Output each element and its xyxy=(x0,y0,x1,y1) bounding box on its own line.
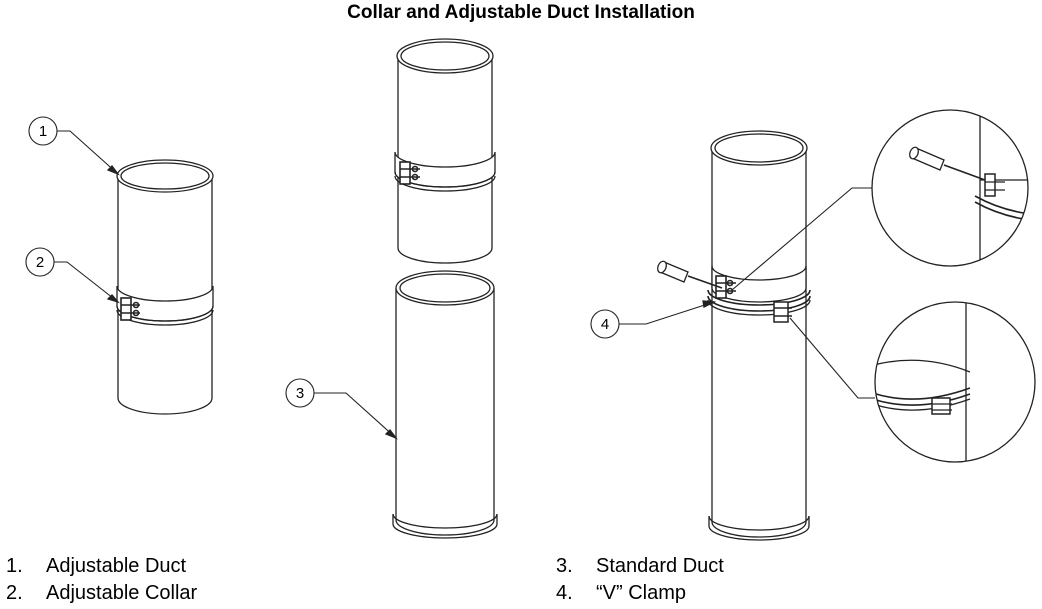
callout-3: 3 xyxy=(285,378,398,440)
detail-leader-bottom xyxy=(789,317,875,399)
adjustable-duct-assembly xyxy=(116,159,214,415)
middle-adjustable-duct xyxy=(394,38,496,264)
middle-collar-clamp xyxy=(399,161,420,185)
svg-text:4: 4 xyxy=(601,316,609,333)
svg-text:1: 1 xyxy=(39,123,47,140)
screwdriver-icon xyxy=(657,260,723,289)
detail-view-bottom xyxy=(874,301,1036,463)
v-clamp-hardware xyxy=(773,301,792,323)
standard-duct xyxy=(392,270,498,539)
callout-1: 1 xyxy=(28,116,120,176)
assembled-duct xyxy=(657,130,811,541)
svg-text:2: 2 xyxy=(36,254,44,271)
diagram-title: Collar and Adjustable Duct Installation xyxy=(347,2,695,23)
detail-leader-top xyxy=(731,187,872,291)
legend-left: 1. Adjustable Duct 2. Adjustable Collar xyxy=(6,553,197,607)
legend-item: 3. Standard Duct xyxy=(556,555,724,577)
svg-text:3: 3 xyxy=(296,385,304,402)
detail-view-top xyxy=(871,109,1029,267)
legend-item: 2. Adjustable Collar xyxy=(6,582,198,604)
legend-right: 3. Standard Duct 4. “V” Clamp xyxy=(556,553,724,607)
legend-item: 4. “V” Clamp xyxy=(556,582,687,604)
legend-item: 1. Adjustable Duct xyxy=(6,555,187,577)
callout-4: 4 xyxy=(590,300,717,339)
callout-2: 2 xyxy=(25,247,120,304)
collar-clamp-hardware xyxy=(120,297,140,321)
